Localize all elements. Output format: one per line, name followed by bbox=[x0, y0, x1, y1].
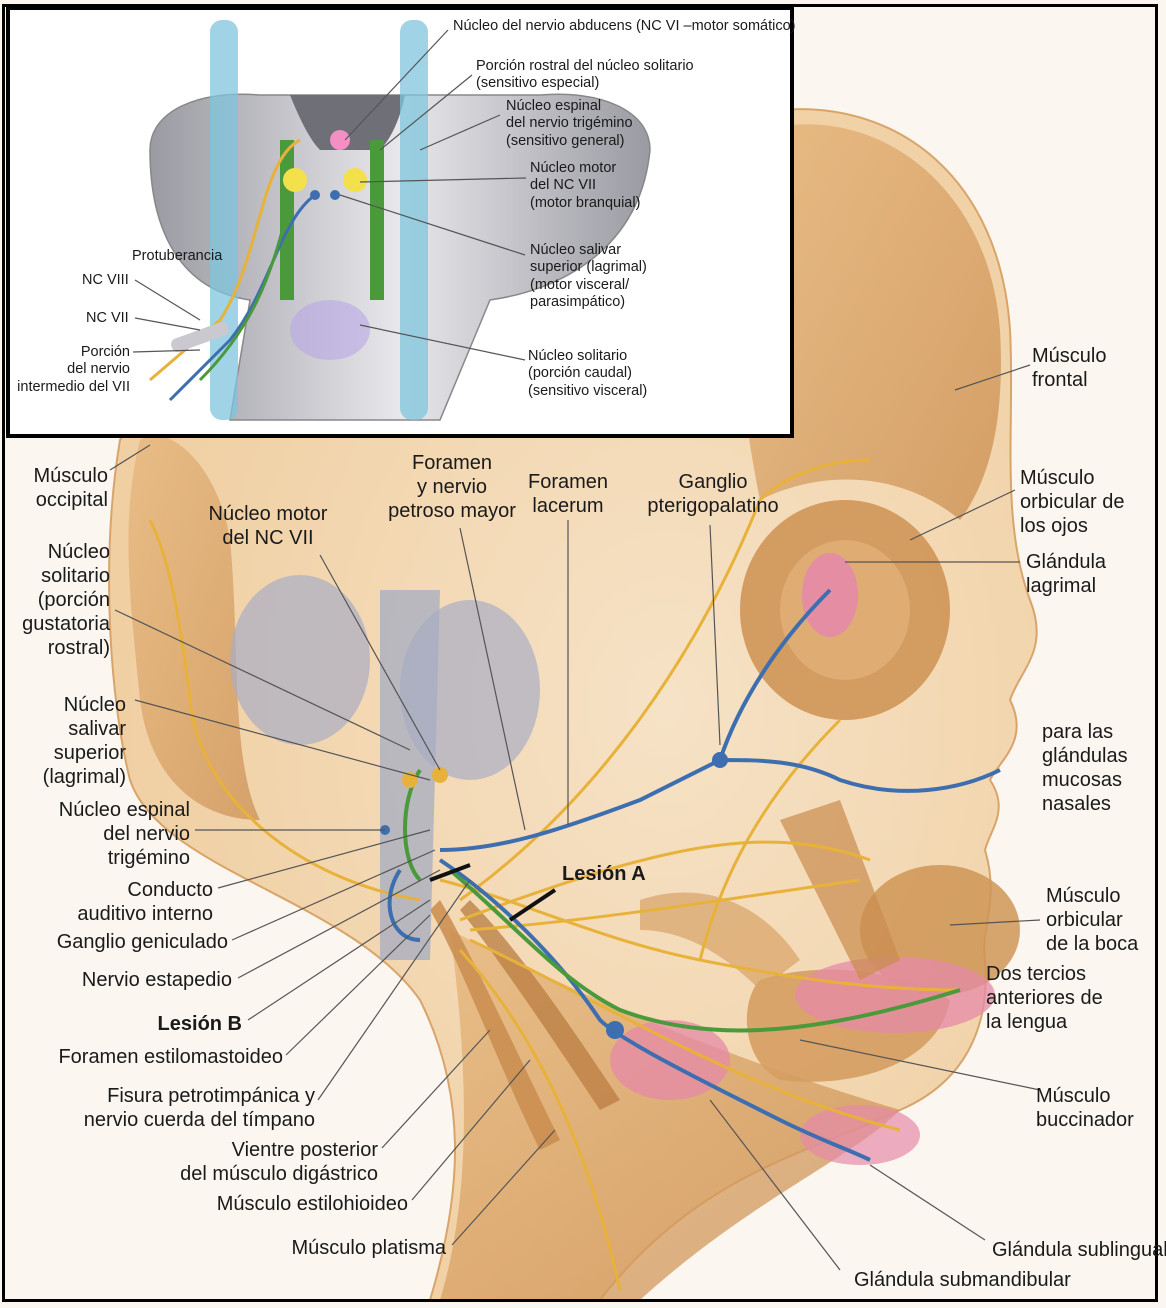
label-cn-vii: NC VII bbox=[86, 310, 129, 327]
label-stylohyoid: Músculo estilohioideo bbox=[10, 1192, 408, 1216]
lacrimal-gland bbox=[802, 553, 858, 637]
label-stylomastoid-foramen: Foramen estilomastoideo bbox=[10, 1045, 283, 1069]
label-geniculate-ganglion: Ganglio geniculado bbox=[10, 930, 228, 954]
label-salivatory-main: Núcleo salivar superior (lagrimal) bbox=[10, 693, 126, 789]
label-lesion-b: Lesión B bbox=[10, 1012, 242, 1036]
label-platysma: Músculo platisma bbox=[10, 1236, 446, 1260]
label-chorda-tympani: Fisura petrotimpánica y nervio cuerda de… bbox=[10, 1084, 315, 1132]
label-digastric: Vientre posterior del músculo digástrico bbox=[10, 1138, 378, 1186]
label-stapedius-nerve: Nervio estapedio bbox=[10, 968, 232, 992]
label-rostral-solitary: Porción rostral del núcleo solitario (se… bbox=[476, 58, 694, 93]
label-pterygopalatine: Ganglio pterigopalatino bbox=[642, 470, 784, 518]
label-intermediate-nerve: Porción del nervio intermedio del VII bbox=[10, 344, 130, 396]
label-nasal-mucous-glands: para las glándulas mucosas nasales bbox=[1042, 720, 1128, 816]
label-submandibular-gland: Glándula submandibular bbox=[854, 1268, 1071, 1292]
label-anterior-tongue: Dos tercios anteriores de la lengua bbox=[986, 962, 1103, 1034]
label-greater-petrosal: Foramen y nervio petroso mayor bbox=[384, 451, 520, 523]
label-lesion-a: Lesión A bbox=[562, 862, 646, 886]
label-spinal-trigeminal-inset: Núcleo espinal del nervio trigémino (sen… bbox=[506, 98, 633, 150]
label-motor-vii-main: Núcleo motor del NC VII bbox=[204, 502, 332, 550]
label-abducens-nucleus: Núcleo del nervio abducens (NC VI –motor… bbox=[453, 18, 796, 35]
label-spinal-trigeminal-main: Núcleo espinal del nervio trigémino bbox=[10, 798, 190, 870]
label-cn-viii: NC VIII bbox=[82, 272, 129, 289]
label-foramen-lacerum: Foramen lacerum bbox=[522, 470, 614, 518]
label-lacrimal-gland: Glándula lagrimal bbox=[1026, 550, 1106, 598]
label-orbicularis-oculi: Músculo orbicular de los ojos bbox=[1020, 466, 1125, 538]
label-solitary-gustatory: Núcleo solitario (porción gustatoria ros… bbox=[10, 540, 110, 660]
label-pons: Protuberancia bbox=[132, 248, 222, 265]
label-motor-vii-inset: Núcleo motor del NC VII (motor branquial… bbox=[530, 160, 640, 212]
label-orbicularis-oris: Músculo orbicular de la boca bbox=[1046, 884, 1138, 956]
label-internal-acoustic: Conducto auditivo interno bbox=[10, 878, 213, 926]
label-buccinator: Músculo buccinador bbox=[1036, 1084, 1134, 1132]
label-salivatory-inset: Núcleo salivar superior (lagrimal) (moto… bbox=[530, 242, 647, 312]
label-frontal-muscle: Músculo frontal bbox=[1032, 344, 1106, 392]
label-occipital-muscle: Músculo occipital bbox=[10, 464, 108, 512]
label-caudal-solitary: Núcleo solitario (porción caudal) (sensi… bbox=[528, 348, 647, 400]
label-sublingual-gland: Glándula sublingual bbox=[992, 1238, 1166, 1262]
